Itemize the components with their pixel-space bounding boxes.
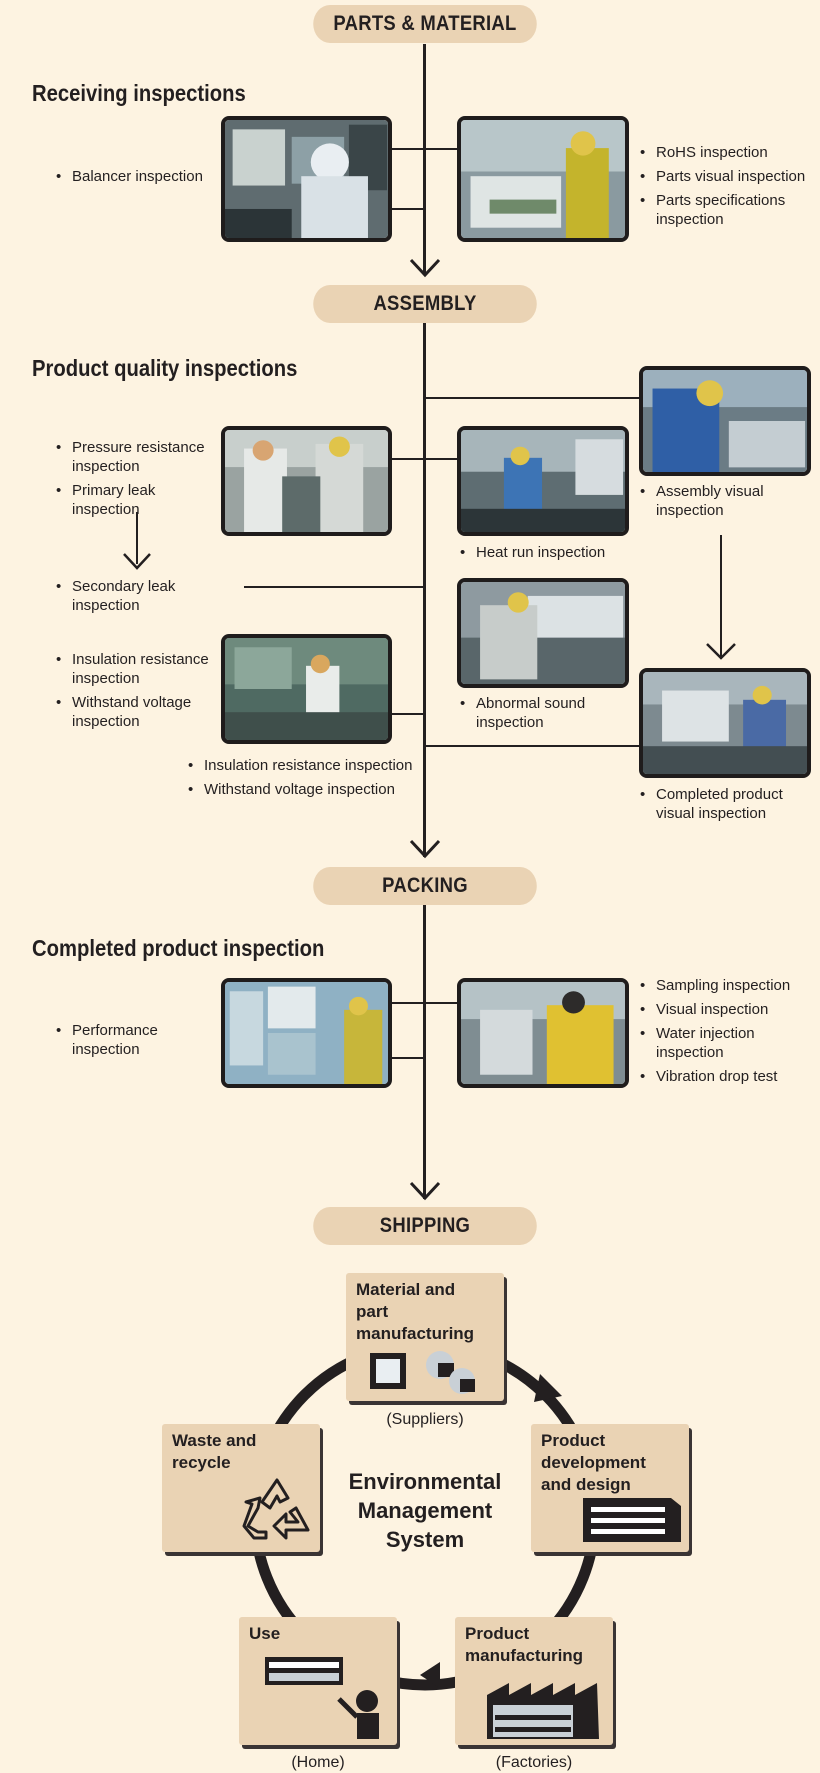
- stage-assembly: ASSEMBLY: [313, 285, 537, 323]
- card-label: Product development and design: [541, 1431, 646, 1494]
- main-flow-line-1: [423, 44, 426, 274]
- list-item: Completed product visual inspection: [640, 785, 810, 823]
- ems-center-title: Environmental Management System: [348, 1469, 502, 1552]
- arrow-head-icon: [409, 258, 441, 278]
- document-stack-icon: [583, 1498, 681, 1542]
- connector: [244, 586, 424, 588]
- connector: [389, 148, 459, 150]
- connector: [720, 535, 722, 659]
- connector: [389, 713, 425, 715]
- list-item: Water injection inspection: [640, 1024, 810, 1062]
- connector: [136, 512, 138, 564]
- card-label: Product manufacturing: [465, 1624, 584, 1665]
- card-use: Use: [239, 1617, 397, 1745]
- arrow-head-icon: [706, 643, 736, 660]
- connector: [425, 397, 643, 399]
- photo-rohs-inspection: [457, 116, 629, 242]
- card-label: Waste and recycle: [172, 1431, 257, 1472]
- main-flow-line-2: [423, 323, 426, 857]
- quality-center-bottom-list: Insulation resistance inspection Withsta…: [188, 756, 418, 804]
- quality-abnormal-list: Abnormal sound inspection: [460, 694, 600, 737]
- recycle-icon: [242, 1478, 310, 1540]
- card-label: Material and part manufacturing: [356, 1280, 475, 1343]
- card-manufacturing: Product manufacturing: [455, 1617, 613, 1745]
- photo-assembly-visual: [639, 366, 811, 476]
- receiving-right-list: RoHS inspection Parts visual inspection …: [640, 143, 810, 234]
- quality-left-top-list: Pressure resistance inspection Primary l…: [56, 438, 221, 524]
- photo-balancer-inspection: [221, 116, 392, 242]
- list-item: RoHS inspection: [640, 143, 810, 162]
- list-item: Vibration drop test: [640, 1067, 810, 1086]
- quality-completed-visual-list: Completed product visual inspection: [640, 785, 810, 828]
- list-item: Withstand voltage inspection: [188, 780, 418, 799]
- caption-factories: (Factories): [495, 1754, 573, 1771]
- list-item: Abnormal sound inspection: [460, 694, 600, 732]
- list-item: Insulation resistance inspection: [56, 650, 221, 688]
- list-item: Secondary leak inspection: [56, 577, 246, 615]
- connector: [389, 208, 425, 210]
- connector: [389, 1002, 459, 1004]
- connector: [389, 458, 459, 460]
- photo-pressure-resistance: [221, 426, 392, 536]
- list-item: Insulation resistance inspection: [188, 756, 418, 775]
- list-item: Withstand voltage inspection: [56, 693, 221, 731]
- caption-home: (Home): [291, 1754, 345, 1771]
- cycle-arrow-icon: [420, 1662, 440, 1688]
- arrow-head-icon: [123, 553, 151, 570]
- arrow-head-icon: [409, 1181, 441, 1201]
- section-title-receiving: Receiving inspections: [32, 80, 246, 106]
- caption-suppliers: (Suppliers): [386, 1411, 464, 1428]
- completed-left-list: Performance inspection: [56, 1021, 221, 1064]
- list-item: Performance inspection: [56, 1021, 221, 1059]
- main-flow-line-3: [423, 904, 426, 1199]
- list-item: Balancer inspection: [56, 167, 226, 186]
- quality-left-bottom-list: Insulation resistance inspection Withsta…: [56, 650, 221, 736]
- stage-parts-material: PARTS & MATERIAL: [313, 5, 537, 43]
- connector: [425, 745, 643, 747]
- card-waste: Waste and recycle: [162, 1424, 320, 1552]
- list-item: Parts specifications inspection: [640, 191, 810, 229]
- stage-packing: PACKING: [313, 867, 537, 905]
- arrow-head-icon: [409, 839, 441, 859]
- photo-performance: [221, 978, 392, 1088]
- photo-sampling: [457, 978, 629, 1088]
- aircon-user-icon: [265, 1657, 379, 1739]
- card-material: Material and part manufacturing: [346, 1273, 504, 1401]
- photo-abnormal-sound: [457, 578, 629, 688]
- list-item: Primary leak inspection: [56, 481, 221, 519]
- photo-heat-run: [457, 426, 629, 536]
- list-item: Sampling inspection: [640, 976, 810, 995]
- quality-assembly-visual-list: Assembly visual inspection: [640, 482, 810, 525]
- section-title-product-quality: Product quality inspections: [32, 355, 298, 381]
- chip-and-nuts-icon: [370, 1351, 475, 1394]
- card-development: Product development and design: [531, 1424, 689, 1552]
- list-item: Parts visual inspection: [640, 167, 810, 186]
- list-item: Visual inspection: [640, 1000, 810, 1019]
- card-label: Use: [249, 1624, 281, 1643]
- quality-left-secondary-list: Secondary leak inspection: [56, 577, 246, 620]
- section-title-completed: Completed product inspection: [32, 935, 325, 961]
- list-item: Heat run inspection: [460, 543, 630, 562]
- list-item: Assembly visual inspection: [640, 482, 810, 520]
- photo-insulation-resistance: [221, 634, 392, 744]
- factory-icon: [487, 1683, 599, 1739]
- receiving-left-list: Balancer inspection: [56, 167, 226, 191]
- quality-heat-run-list: Heat run inspection: [460, 543, 630, 567]
- connector: [389, 1057, 425, 1059]
- photo-completed-visual: [639, 668, 811, 778]
- cycle-arrow-icon: [534, 1374, 562, 1402]
- completed-right-list: Sampling inspection Visual inspection Wa…: [640, 976, 810, 1091]
- stage-shipping: SHIPPING: [313, 1207, 537, 1245]
- list-item: Pressure resistance inspection: [56, 438, 221, 476]
